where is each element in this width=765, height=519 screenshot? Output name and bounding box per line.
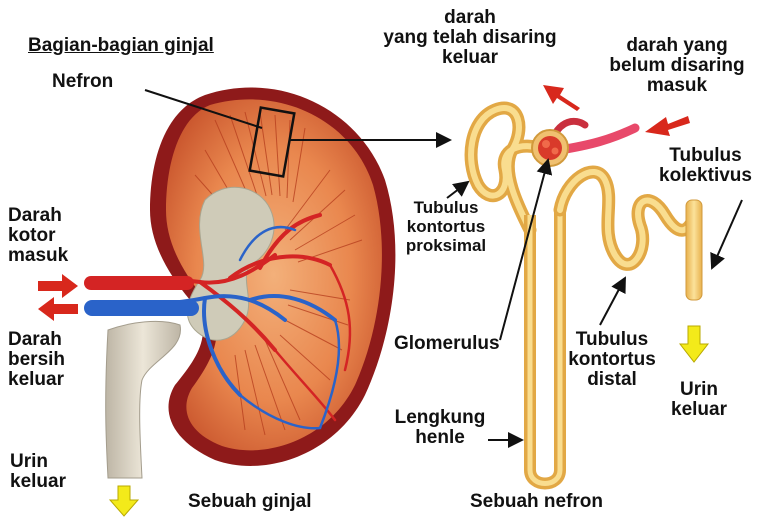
label-darah-keluar: darah yang telah disaring keluar	[365, 8, 575, 68]
diagram-title: Bagian-bagian ginjal	[28, 36, 214, 56]
kidney	[84, 88, 395, 478]
label-darah-bersih: Darah bersih keluar	[8, 330, 65, 390]
label-darah-masuk: darah yang belum disaring masuk	[592, 36, 762, 96]
caption-ginjal: Sebuah ginjal	[188, 492, 312, 512]
pointer-kolektivus	[712, 200, 742, 268]
label-nefron: Nefron	[52, 72, 113, 92]
label-urin-keluar-left: Urin keluar	[10, 452, 66, 492]
label-tubulus-proksimal: Tubulus kontortus proksimal	[392, 198, 500, 255]
pointer-proksimal	[447, 182, 468, 198]
pointer-distal	[600, 278, 625, 325]
urine-out-arrow-right	[680, 326, 708, 362]
label-tubulus-kolektivus: Tubulus kolektivus	[648, 146, 763, 186]
label-urin-keluar-right: Urin keluar	[664, 380, 734, 420]
label-tubulus-distal: Tubulus kontortus distal	[556, 330, 668, 390]
filtered-blood-out-arrow	[543, 85, 580, 111]
renal-vein	[84, 300, 199, 316]
urine-out-arrow-left	[110, 486, 138, 516]
renal-artery	[84, 276, 194, 290]
afferent-arteriole	[560, 128, 635, 150]
label-glomerulus: Glomerulus	[394, 334, 500, 354]
unfiltered-blood-in-arrow	[645, 116, 690, 136]
glomerulus	[538, 136, 562, 160]
blood-in-arrow	[38, 274, 78, 298]
label-darah-kotor: Darah kotor masuk	[8, 206, 68, 266]
collecting-duct	[686, 200, 702, 300]
blood-out-arrow	[38, 297, 78, 321]
caption-nefron: Sebuah nefron	[470, 492, 603, 512]
label-lengkung-henle: Lengkung henle	[390, 408, 490, 448]
